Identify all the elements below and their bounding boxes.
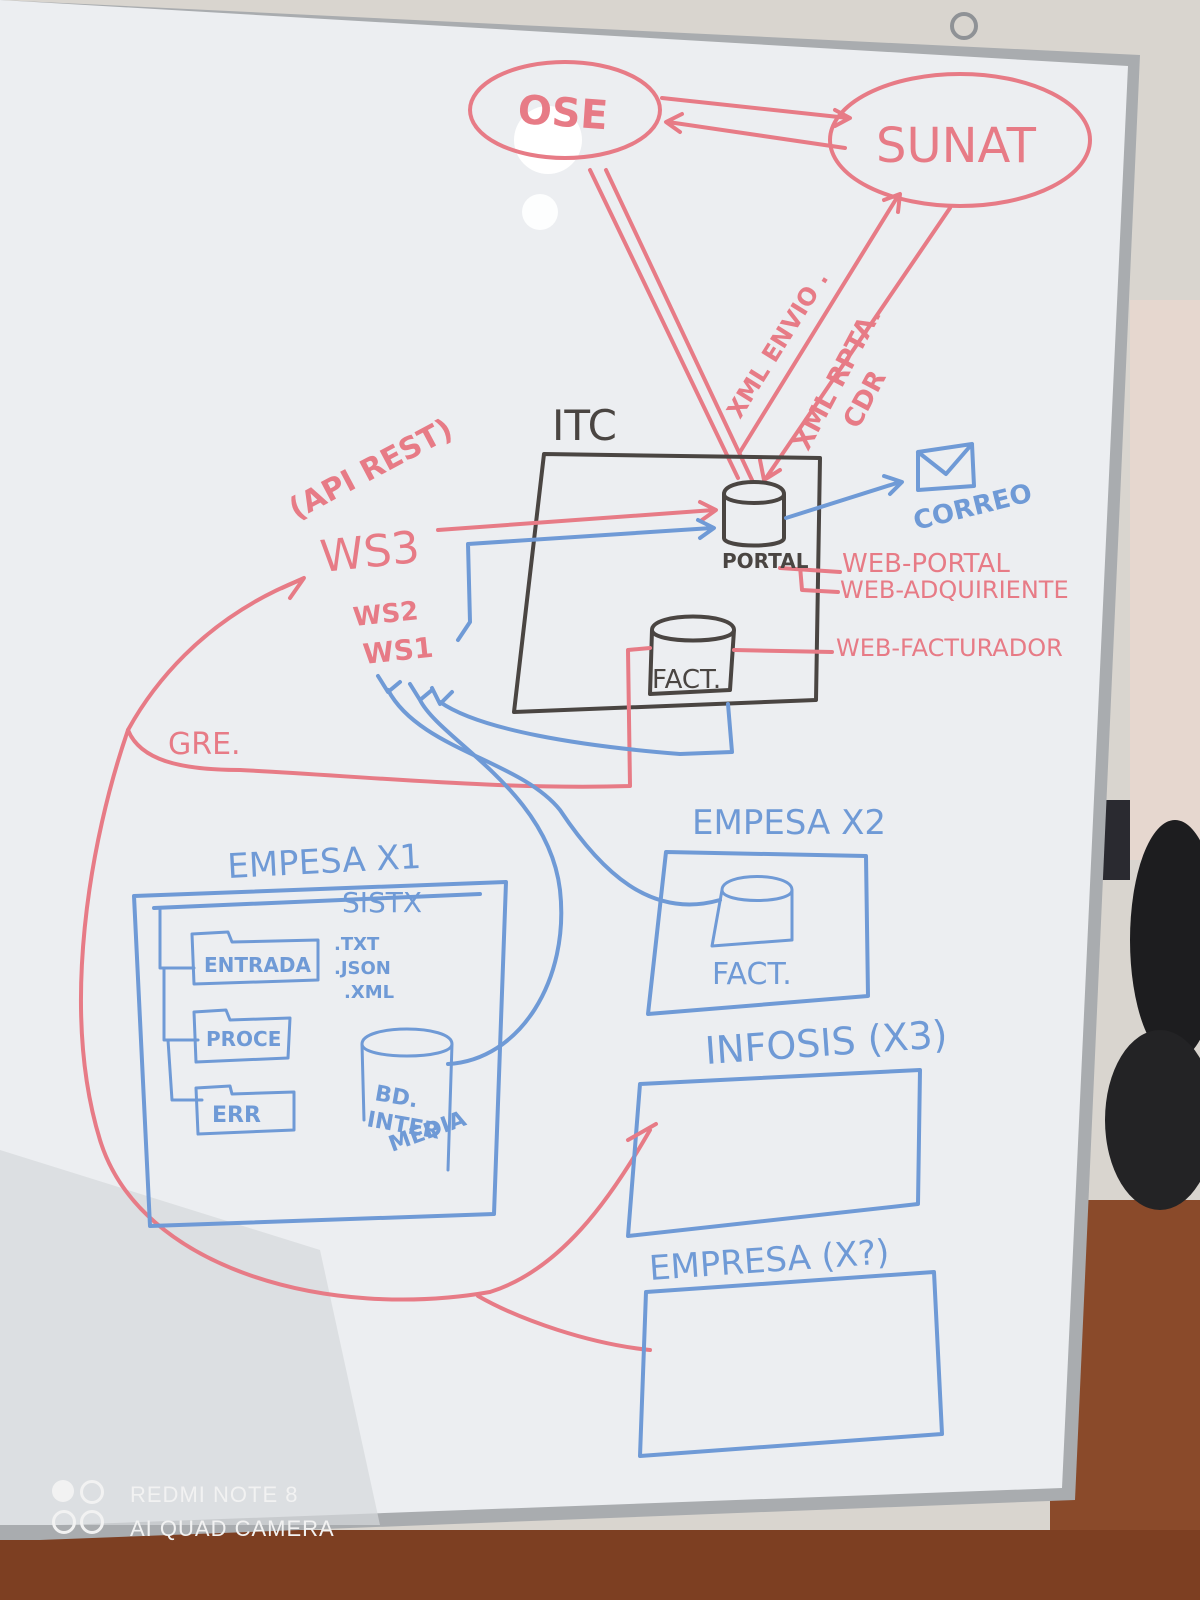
line-ws2-portal xyxy=(456,518,716,642)
arrow-empresa-x1-ws1 xyxy=(408,682,564,1066)
label-portal: PORTAL xyxy=(722,549,809,573)
window-blinds xyxy=(1130,300,1200,860)
ose-oval xyxy=(468,60,662,160)
arrow-empresa-x2-ws1 xyxy=(376,674,722,907)
label-itc: ITC xyxy=(552,401,617,450)
bd-intermedia-db xyxy=(360,1027,454,1172)
arrow-portal-correo xyxy=(784,474,904,520)
board-surface xyxy=(0,0,1128,1525)
flash-glare-small xyxy=(522,194,558,230)
label-format-json: .JSON xyxy=(334,958,391,979)
folder-proce xyxy=(192,1008,292,1064)
empresa-x1-inner-box xyxy=(152,892,482,910)
empresa-x1-box xyxy=(132,880,508,1228)
hang-ring xyxy=(950,12,978,40)
label-fact: FACT. xyxy=(652,665,721,695)
line-portal-ose-2 xyxy=(604,168,754,482)
itc-box xyxy=(512,452,822,714)
envelope-icon xyxy=(916,442,976,492)
line-web-portal xyxy=(778,566,842,574)
watermark-camera: AI QUAD CAMERA xyxy=(130,1516,335,1541)
arrow-fact-ws1 xyxy=(430,686,734,756)
label-format-txt: .TXT xyxy=(334,934,380,955)
label-ws3: WS3 xyxy=(318,522,422,583)
line-web-facturador xyxy=(732,648,834,654)
chair-back xyxy=(1105,1030,1200,1210)
line-empresa-xn xyxy=(476,1294,652,1352)
gre-line xyxy=(126,646,652,789)
desk-floor xyxy=(0,1530,1200,1600)
label-folder-entrada: ENTRADA xyxy=(204,953,312,977)
arrow-sunat-to-ose xyxy=(664,112,847,150)
arrow-xml-rpta xyxy=(758,206,952,482)
watermark-model: REDMI NOTE 8 xyxy=(130,1482,299,1507)
folder-entrada xyxy=(190,930,320,986)
label-ws1: WS1 xyxy=(361,631,435,671)
label-folder-proce: PROCE xyxy=(206,1027,281,1051)
line-infosis xyxy=(626,1122,658,1142)
label-web-facturador: WEB-FACTURADOR xyxy=(836,634,1063,662)
label-sunat: SUNAT xyxy=(876,118,1037,174)
sunat-oval xyxy=(828,72,1092,208)
label-ose: OSE xyxy=(516,87,609,139)
infosis-box xyxy=(626,1068,922,1238)
line-portal-ose-1 xyxy=(588,168,740,480)
label-empresa-x2: EMPESA X2 xyxy=(692,803,886,843)
label-ws2: WS2 xyxy=(352,596,420,633)
gre-red-loop xyxy=(79,578,652,1302)
label-fact-x2: FACT. xyxy=(712,957,792,992)
line-web-adquiriente xyxy=(798,564,840,594)
arrow-xml-envio xyxy=(738,192,902,454)
empresa-xn-box xyxy=(638,1270,944,1458)
label-format-xml: .XML xyxy=(344,982,394,1003)
folder-tree xyxy=(158,908,204,1102)
office-chair xyxy=(1130,820,1200,1060)
empresa-x2-box xyxy=(646,850,870,1016)
portal-db xyxy=(722,480,786,548)
label-gre: GRE. xyxy=(168,727,241,762)
arrow-ose-to-sunat xyxy=(660,96,852,128)
folder-err xyxy=(194,1084,296,1136)
line-ws3-portal xyxy=(436,500,718,532)
fact-x2-db xyxy=(710,875,794,948)
board-shadow xyxy=(0,1150,380,1525)
camera-logo-icon xyxy=(50,1478,110,1542)
label-folder-err: ERR xyxy=(212,1103,261,1128)
label-web-portal: WEB-PORTAL xyxy=(842,549,1010,579)
label-web-adquiriente: WEB-ADQUIRIENTE xyxy=(840,576,1069,604)
label-sistx: SISTX xyxy=(342,886,422,919)
arrow-to-ws3 xyxy=(280,576,306,600)
